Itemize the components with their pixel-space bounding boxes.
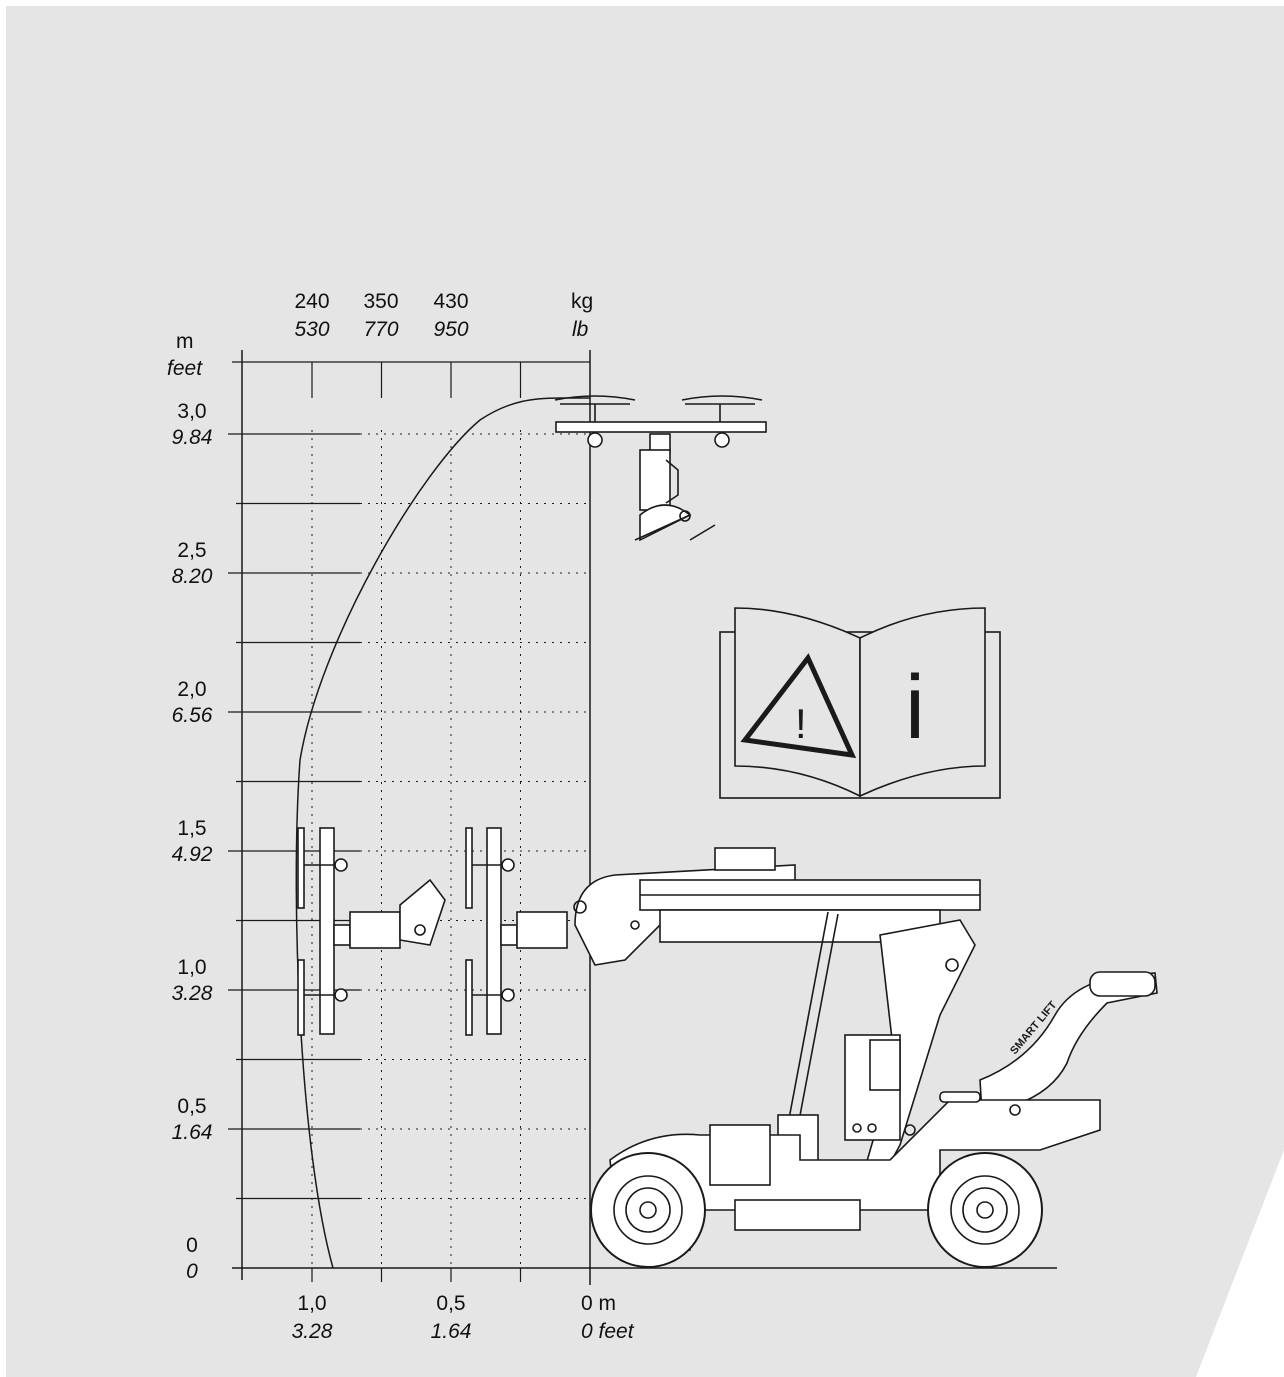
y-tick-imperial: 6.56 (171, 704, 213, 727)
y-tick-metric: 0,5 (177, 1095, 207, 1118)
rear-wheel (927, 1152, 1043, 1268)
y-tick-imperial: 9.84 (171, 426, 213, 449)
x-tick-metric: 0,5 (436, 1292, 466, 1315)
x-tick-imperial: 0 feet (581, 1320, 634, 1343)
steering-handle (979, 972, 1158, 1114)
capacity-lb: 770 (363, 318, 399, 341)
capacity-kg: 430 (433, 290, 469, 313)
warning-symbol: ! (795, 700, 807, 747)
y-tick-metric: 1,0 (177, 956, 207, 979)
capacity-unit-metric: kg (571, 290, 594, 313)
y-tick-metric: 1,5 (177, 817, 207, 840)
y-tick-imperial: 3.28 (171, 982, 213, 1005)
y-tick-metric: 2,5 (177, 539, 207, 562)
suction-frame-top-position (554, 395, 767, 542)
y-tick-metric: 3,0 (177, 400, 207, 423)
x-tick-imperial: 3.28 (291, 1320, 333, 1343)
y-tick-imperial: 1.64 (171, 1121, 213, 1144)
capacity-lb: 950 (433, 318, 469, 341)
read-manual-icon: ! i (719, 607, 1001, 799)
x-tick-metric: 0 m (581, 1292, 617, 1315)
y-tick-metric: 0 (186, 1234, 198, 1257)
working-envelope-curve (295, 397, 590, 1269)
x-tick-imperial: 1.64 (430, 1320, 472, 1343)
y-unit-metric: m (176, 330, 194, 353)
grid-lines (228, 350, 1057, 1285)
warning-triangle-icon (740, 653, 857, 759)
capacity-unit-imperial: lb (572, 318, 589, 341)
y-tick-imperial: 4.92 (171, 843, 213, 866)
y-tick-metric: 2,0 (177, 678, 207, 701)
front-wheel (590, 1152, 706, 1268)
capacity-lb: 530 (294, 318, 330, 341)
suction-frame-middle-position (465, 827, 568, 1036)
control-box (844, 1034, 901, 1141)
capacity-kg: 350 (363, 290, 399, 313)
lifting-machine: SMART LIFT (573, 847, 1158, 1268)
info-symbol: i (905, 658, 925, 758)
y-tick-imperial: 8.20 (171, 565, 213, 588)
y-unit-imperial: feet (167, 357, 203, 380)
x-tick-metric: 1,0 (297, 1292, 327, 1315)
capacity-kg: 240 (294, 290, 330, 313)
suction-frame-front-position (297, 827, 446, 1036)
y-tick-imperial: 0 (186, 1260, 198, 1283)
